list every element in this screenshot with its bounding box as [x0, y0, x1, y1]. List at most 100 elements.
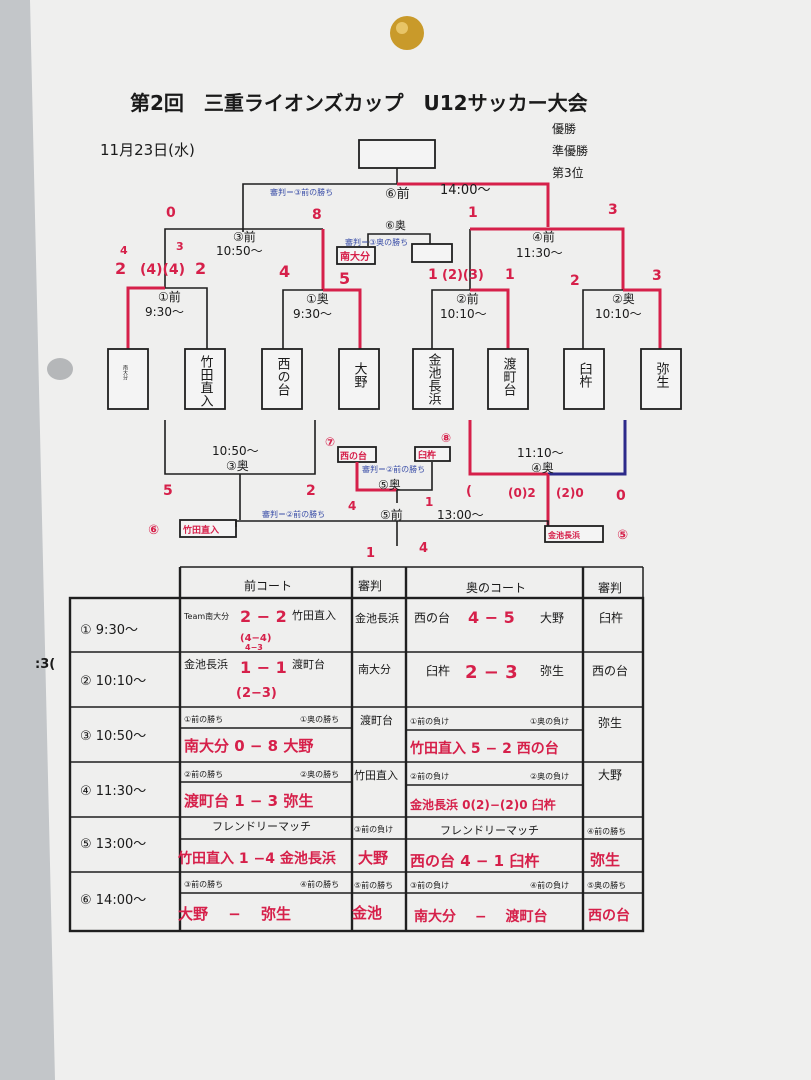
row5-back-result: 西の台 4 − 1 臼杵	[410, 852, 539, 870]
semi1-score-left: 0	[166, 205, 176, 221]
m1-label: ①前	[158, 289, 181, 304]
row3-front-right: ①奥の勝ち	[300, 714, 339, 724]
team-box-7: 臼杵	[563, 348, 605, 410]
row2-front-right: 渡町台	[292, 657, 325, 671]
m2-label: ①奥	[306, 292, 329, 306]
row2-front-left: 金池長浜	[184, 657, 228, 671]
row4-ref2: 大野	[598, 768, 622, 782]
third-team-box	[336, 246, 376, 265]
row1-ref2: 臼杵	[599, 610, 623, 625]
row2-back-right: 弥生	[540, 663, 564, 678]
fr5mae-score-left: 1	[366, 546, 375, 561]
row6-back-right: ④前の負け	[530, 880, 569, 890]
row5-slot: ⑤ 13:00〜	[80, 837, 146, 852]
m4-time: 10:10〜	[595, 307, 642, 321]
row3-back-result: 竹田直入 5 − 2 西の台	[409, 740, 559, 757]
row3-ref1: 渡町台	[360, 713, 393, 727]
fr5mae-time: 13:00〜	[437, 508, 484, 522]
row6-ref1-result: 金池	[351, 904, 382, 922]
row4-back-result: 金池長浜 0(2)−(2)0 臼杵	[409, 797, 556, 812]
team-box-6: 渡町台	[487, 348, 529, 410]
placing-1: 優勝	[552, 121, 576, 136]
semi2-label: ④前	[532, 229, 555, 244]
team-name-4: 大野	[352, 362, 368, 388]
page-title: 第2回 三重ライオンズカップ U12サッカー大会	[130, 91, 588, 115]
fr5mae-right: 金池長浜	[547, 530, 580, 540]
row5-ref1-result: 大野	[358, 849, 388, 867]
cons3-score-left: 5	[163, 483, 173, 499]
fr5oku-left: 西の台	[340, 450, 367, 462]
fr5mae-num-right: ⑤	[617, 528, 628, 543]
row1-back-score: 4 − 5	[468, 608, 515, 627]
fr5oku-label: ⑤奥	[378, 478, 401, 492]
m1-pk-left: 4	[120, 244, 128, 257]
semi2-score-right: 3	[608, 202, 618, 218]
cons3-label: ③奥	[226, 459, 249, 473]
fr5mae-num-left: ⑥	[148, 523, 159, 538]
m3-score-right: 1	[505, 267, 515, 283]
row1-back-left: 西の台	[414, 610, 450, 625]
cons4-left-num: (	[466, 484, 472, 499]
row5-ref2-result: 弥生	[590, 851, 620, 869]
row3-front-left: ①前の勝ち	[184, 714, 223, 724]
row2-ref1: 南大分	[358, 662, 391, 676]
third-referee: 審判＝③奥の勝ち	[345, 237, 408, 247]
row3-back-left: ①前の負け	[410, 716, 449, 726]
m1-pk: (4)(4)	[140, 262, 185, 278]
row4-front-result: 渡町台 1 − 3 弥生	[184, 792, 313, 810]
third-label: ⑥奥	[385, 218, 406, 232]
m2-score-right: 5	[339, 269, 350, 288]
row2-front-note: (2−3)	[236, 686, 277, 701]
cons3-time: 10:50〜	[212, 444, 259, 458]
margin-mark: :3(	[35, 657, 55, 672]
final-referee: 審判＝③前の勝ち	[270, 187, 333, 197]
row1-slot: ① 9:30〜	[80, 623, 138, 638]
placing-2: 準優勝	[552, 143, 588, 158]
row5-front-left: フレンドリーマッチ	[212, 820, 311, 833]
cons4-score-right: (2)0	[556, 486, 584, 500]
row5-front-result: 竹田直入 1 −4 金池長浜	[177, 850, 336, 867]
row6-slot: ⑥ 14:00〜	[80, 893, 146, 908]
row1-ref1: 金池長浜	[355, 611, 399, 625]
row5-back-left: フレンドリーマッチ	[440, 824, 539, 837]
punch-hole	[47, 358, 73, 380]
fr5oku-num-right: ⑧	[441, 431, 451, 445]
semi1-time: 10:50〜	[216, 244, 263, 258]
semi1-score-right: 8	[312, 207, 322, 223]
row2-slot: ② 10:10〜	[80, 674, 146, 689]
m1-score-right: 2	[195, 259, 206, 278]
m4-score-left: 2	[570, 273, 580, 289]
team-box-1: 南大分	[107, 348, 149, 410]
row6-front-left: ③前の勝ち	[184, 879, 223, 889]
semi1-label: ③前	[233, 229, 256, 244]
placing-3: 第3位	[552, 165, 584, 180]
m4-label: ②奥	[612, 292, 635, 306]
m3-pk: (2)(3)	[442, 268, 484, 283]
m2-time: 9:30〜	[293, 307, 332, 321]
row3-front-result: 南大分 0 − 8 大野	[184, 737, 313, 755]
row4-back-left: ②前の負け	[410, 771, 449, 781]
fr5mae-score-right: 4	[419, 541, 428, 556]
row5-ref1: ③前の負け	[354, 824, 393, 834]
header-back-court: 奥のコート	[466, 581, 526, 595]
header-front-court: 前コート	[244, 578, 292, 593]
fr5mae-left: 竹田直入	[182, 524, 219, 536]
team-box-3: 西の台	[261, 348, 303, 410]
fr5mae-referee: 審判＝②前の勝ち	[262, 509, 325, 519]
pushpin-icon	[390, 16, 424, 50]
row1-front-right: 竹田直入	[292, 608, 336, 622]
fr5oku-score-left: 4	[348, 499, 356, 513]
team-name-8: 弥生	[654, 361, 670, 388]
schedule-table	[68, 566, 645, 933]
m3-time: 10:10〜	[440, 307, 487, 321]
m1-time: 9:30〜	[145, 305, 184, 319]
row3-back-right: ①奥の負け	[530, 716, 569, 726]
row1-front-note: (4−4)	[240, 633, 271, 644]
header-ref-1: 審判	[358, 578, 382, 593]
team-box-2: 竹田直入	[184, 348, 226, 410]
svg-text:4−3: 4−3	[245, 643, 263, 652]
team-box-4: 大野	[338, 348, 380, 410]
row6-ref2: ⑤奥の勝ち	[587, 880, 626, 890]
row1-front-score: 2 − 2	[240, 607, 287, 626]
